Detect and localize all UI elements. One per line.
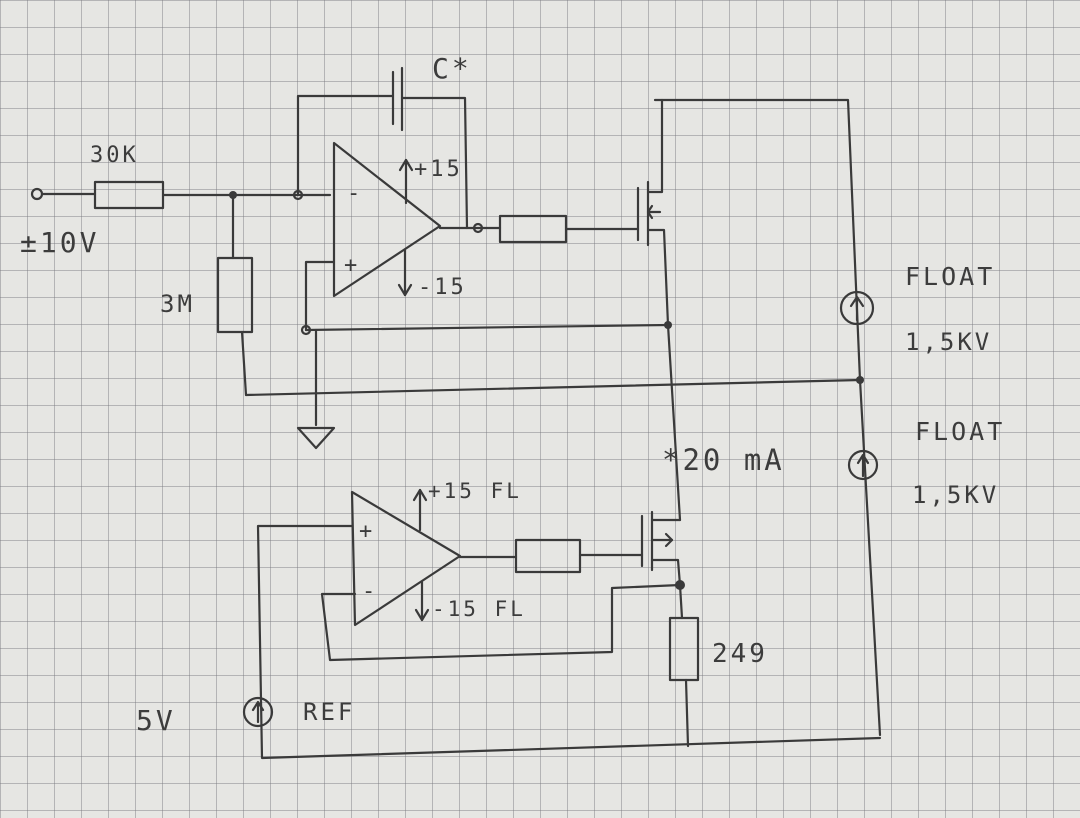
mosfet1-icon [636, 98, 670, 327]
float1-value: 1,5KV [905, 328, 992, 356]
arrow-head-icon [856, 453, 870, 465]
sense-resistor-label: 249 [712, 639, 768, 669]
resistor-3m-icon [216, 256, 254, 334]
sense-resistor-icon [668, 616, 700, 682]
junction-node [472, 222, 484, 234]
opamp1-plus-wire [304, 260, 336, 332]
opamp1-minus-pin: - [347, 181, 363, 206]
gate-resistor-1-icon [498, 214, 568, 244]
source-node-wire [304, 323, 670, 332]
arrow-head-icon [849, 295, 865, 308]
r-in-label: 30K [90, 143, 139, 168]
drain-loop-wire [653, 98, 862, 382]
reference-bus-wire [244, 378, 862, 397]
input-voltage-label: ±10V [20, 226, 99, 259]
float2-title: FLOAT [915, 417, 1005, 446]
ref-loop-wire [256, 524, 882, 760]
arrow-down-icon [397, 283, 413, 297]
gate-resistor-2-icon [514, 538, 582, 574]
ground-icon [296, 426, 336, 450]
feedback-wire-left [296, 94, 394, 197]
float-source-2-icon [847, 449, 879, 481]
opamp2-minus-supply: -15 FL [432, 597, 526, 621]
opamp2-plus-supply: +15 FL [428, 479, 522, 503]
float1-title: FLOAT [905, 262, 995, 291]
arrow-down-icon [414, 608, 430, 622]
feedback-wire-right [400, 96, 469, 230]
current-label: *20 mA [662, 443, 785, 477]
ref-source-icon [242, 696, 274, 728]
arrow-head-icon [251, 700, 265, 712]
r-gnd-label: 3M [160, 290, 195, 318]
arrow-up-icon [398, 158, 414, 172]
float-return-wire [858, 378, 882, 737]
opamp1-plus-supply: +15 [414, 157, 463, 182]
ref-label: REF [303, 698, 355, 726]
opamp1-plus-pin: + [344, 253, 360, 278]
opamp2-icon [350, 490, 462, 627]
opamp1-minus-supply: -15 [418, 275, 467, 300]
mosfet2-icon [640, 510, 682, 587]
ref-voltage-label: 5V [136, 704, 176, 737]
opamp2-minus-pin: - [362, 579, 378, 604]
opamp2-feedback-wire [320, 583, 682, 662]
capacitor-label: C* [432, 52, 472, 85]
resistor-30k-icon [93, 180, 165, 210]
arrow-up-icon [412, 488, 428, 502]
input-terminal [30, 187, 97, 201]
current-path-wire [666, 323, 682, 522]
sense-wire-bottom [684, 678, 690, 748]
r3m-lower-wire [240, 330, 248, 397]
sense-wire-top [678, 583, 684, 620]
opamp1-icon [332, 141, 442, 298]
opamp2-plus-pin: + [359, 519, 375, 544]
float2-value: 1,5KV [912, 481, 999, 509]
float-source-1-icon [839, 290, 875, 326]
